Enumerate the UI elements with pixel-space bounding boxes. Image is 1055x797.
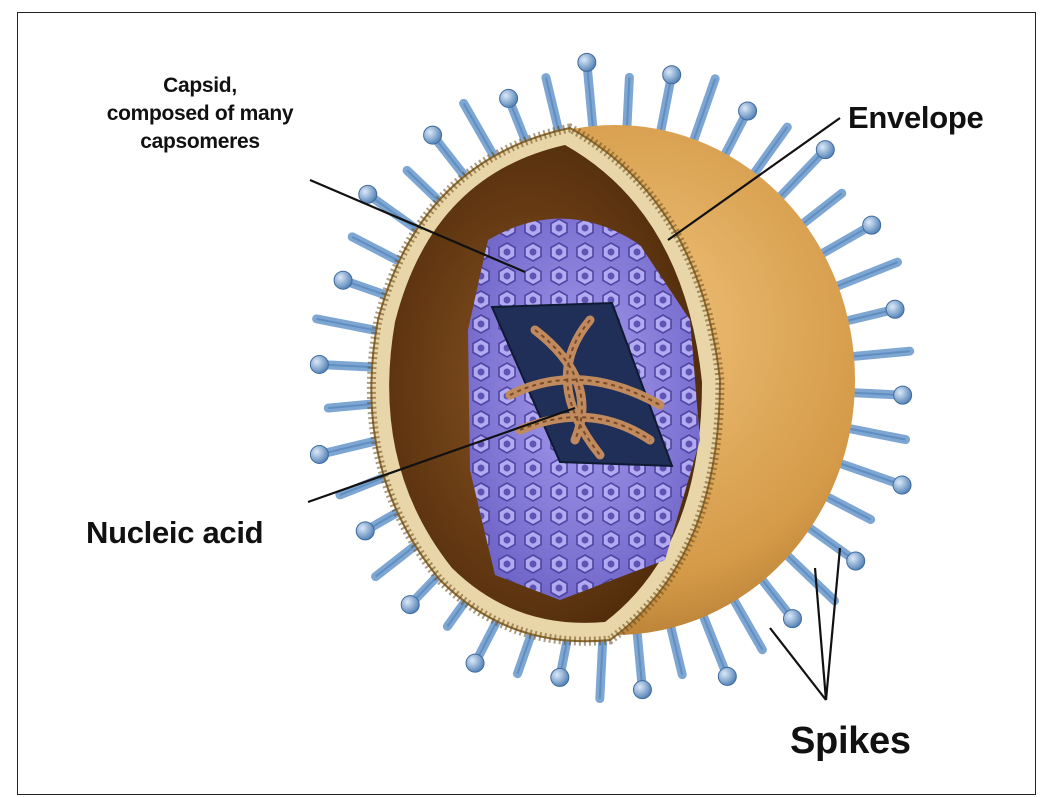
spike-knob [578, 53, 596, 71]
spike-shade [784, 552, 835, 600]
envelope-label: Envelope [848, 100, 983, 136]
spikes-leader-line-3 [826, 548, 840, 700]
spike-shade [692, 79, 715, 145]
spike-shade [732, 596, 763, 650]
spike-knob [356, 522, 374, 540]
spikes-label: Spikes [790, 720, 911, 763]
spike-knob [783, 610, 801, 628]
nucleic-acid-label: Nucleic acid [86, 515, 263, 551]
spike-shade [832, 262, 897, 288]
spike-knob [334, 271, 352, 289]
spike-knob [500, 89, 518, 107]
spike-shade [317, 319, 386, 332]
spike-knob [551, 668, 569, 686]
spike-knob [466, 654, 484, 672]
spike-knob [893, 476, 911, 494]
spike-knob [310, 445, 328, 463]
spike-knob [739, 102, 757, 120]
spike-knob [359, 185, 377, 203]
spikes-leader-line-1 [770, 628, 826, 700]
spike-shade [751, 127, 787, 177]
spike-shade [836, 462, 902, 485]
spike-knob [847, 552, 865, 570]
spike-knob [424, 126, 442, 144]
spike-knob [894, 386, 912, 404]
spike-knob [310, 355, 328, 373]
spike-shade [823, 495, 871, 520]
spike-knob [718, 667, 736, 685]
spike-shade [701, 611, 727, 676]
spike-knob [401, 596, 419, 614]
spike-knob [633, 681, 651, 699]
spike-knob [863, 216, 881, 234]
capsid-label: Capsid, composed of many capsomeres [80, 72, 320, 156]
spike-knob [663, 66, 681, 84]
spike-knob [886, 300, 904, 318]
spike-knob [816, 141, 834, 159]
spike-shade [799, 193, 842, 226]
